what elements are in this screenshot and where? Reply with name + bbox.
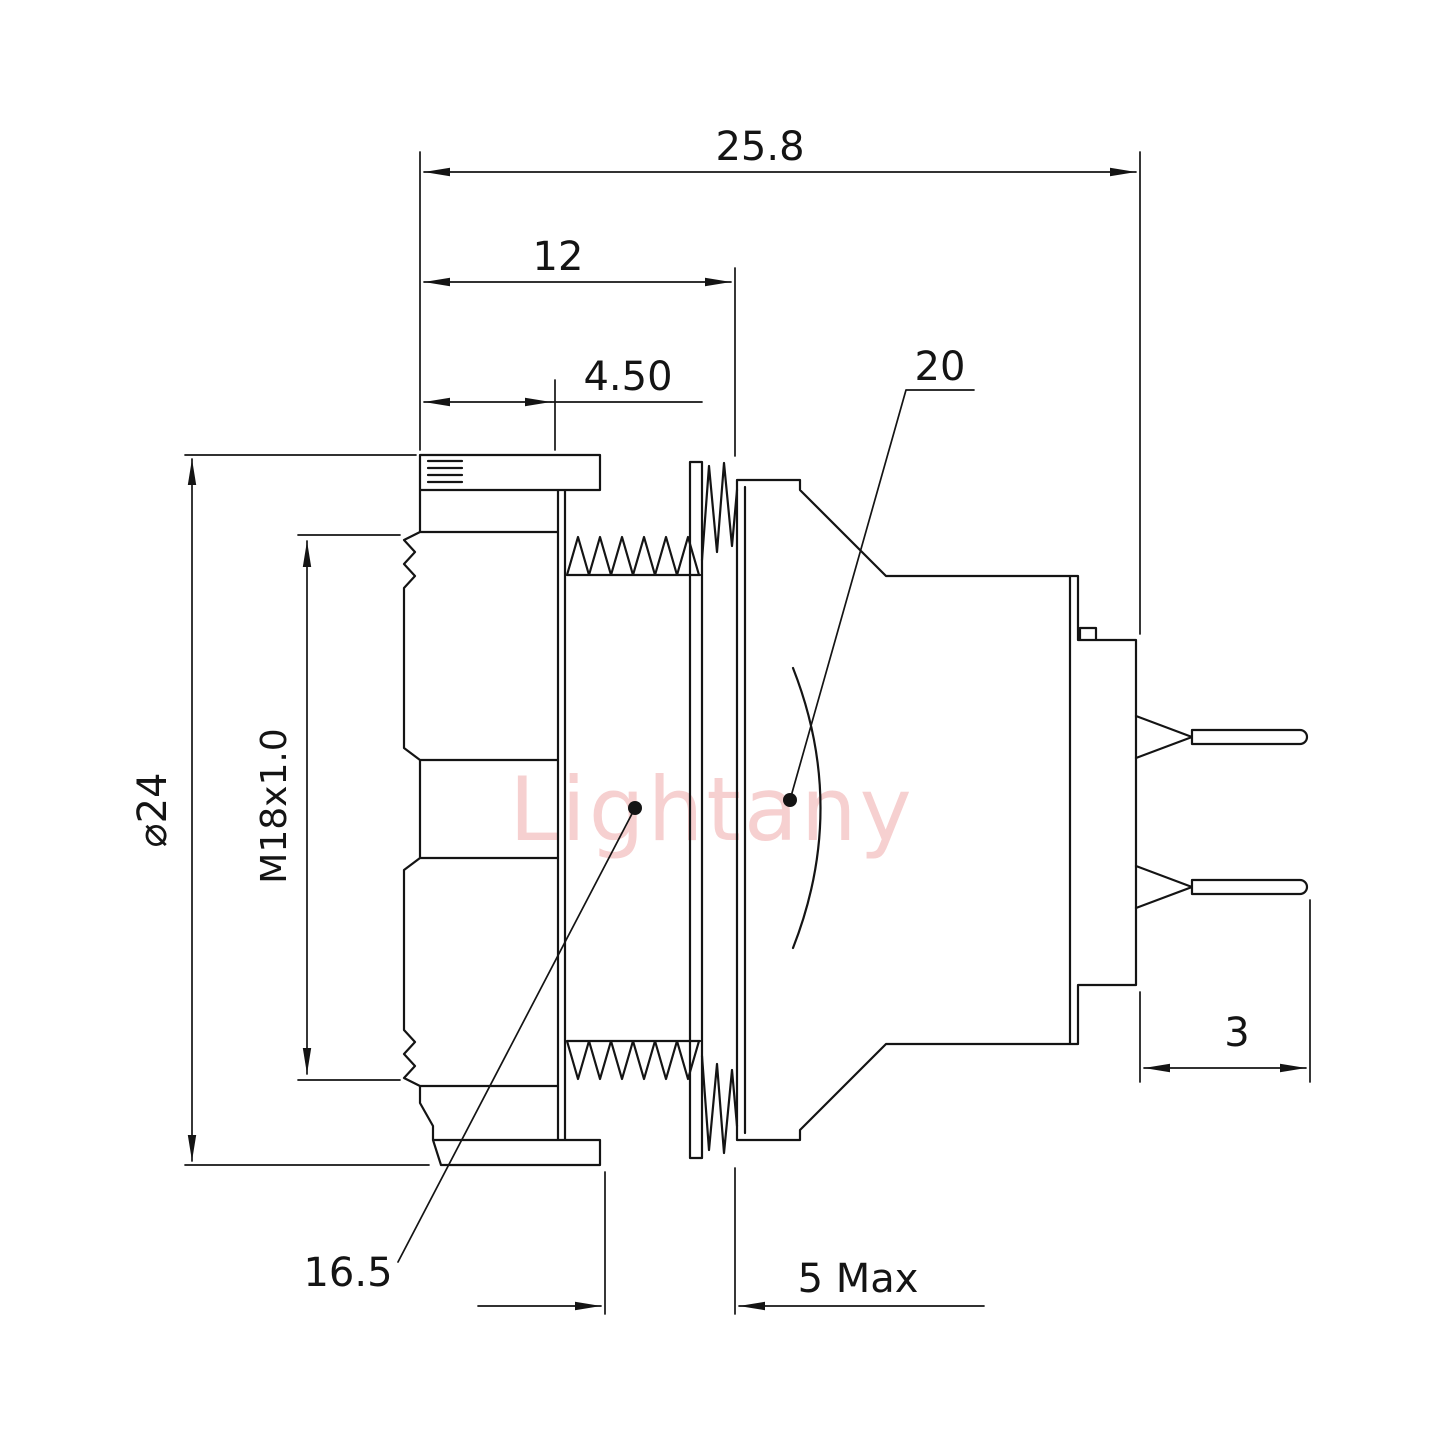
lock-washer-teeth (700, 461, 739, 1155)
dim-thread-spec-label: M18x1.0 (254, 728, 295, 883)
leader-nut-callout (397, 807, 636, 1263)
panel-plate (688, 460, 704, 1160)
solder-pins (1134, 714, 1309, 910)
thread-profile (565, 535, 702, 1081)
dimension-labels: 25.8 12 4.50 20 ⌀24 M18x1.0 16.5 5 Max 3 (130, 124, 1250, 1302)
dim-pin-tail-label: 3 (1224, 1010, 1249, 1056)
extension-lines (184, 151, 1311, 1315)
rear-shell-outline (735, 478, 1138, 1142)
dim-panel-thickness-label: 5 Max (798, 1256, 919, 1302)
dim-front-section-label: 12 (533, 234, 584, 280)
dim-flange-diameter-label: ⌀24 (130, 773, 176, 848)
part-geometry (402, 453, 1309, 1167)
dim-overall-length-label: 25.8 (715, 124, 804, 170)
leader-dot (628, 801, 642, 815)
dimension-lines (184, 151, 1311, 1315)
dim-nut-front-label: 4.50 (583, 354, 672, 400)
front-nut-outline (402, 453, 602, 1167)
callout-shell-label: 20 (915, 344, 966, 390)
leader-dot (783, 793, 797, 807)
watermark-text: Lightany (509, 758, 914, 861)
callout-nut-label: 16.5 (303, 1250, 392, 1296)
leader-shell-callout (789, 389, 975, 801)
